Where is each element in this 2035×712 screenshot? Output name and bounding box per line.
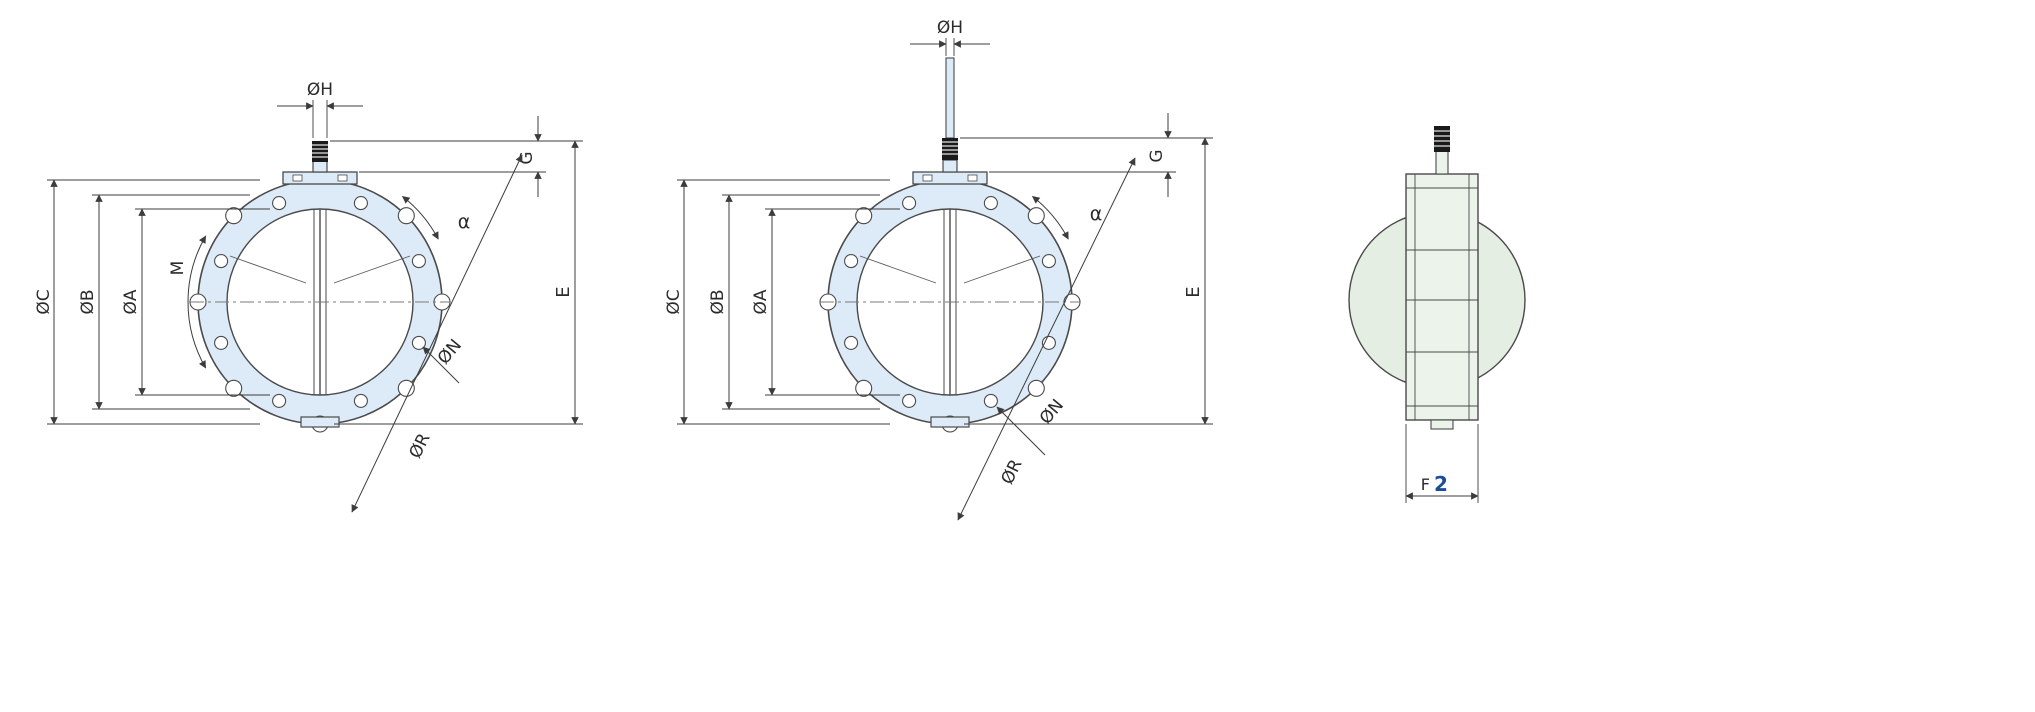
hole-centermark-left (229, 255, 307, 284)
dim-label-alpha: α (1090, 203, 1103, 225)
stem (942, 159, 958, 173)
mounting-slot (337, 174, 348, 182)
front-view-middle: ØH G E ØC ØB (664, 18, 1213, 521)
dim-label-dia-b: ØB (708, 289, 728, 314)
dim-label-dia-b: ØB (78, 289, 98, 314)
dim-label-dia-a: ØA (121, 289, 141, 314)
front-view-left: ØH G E ØC ØB (34, 80, 583, 513)
dim-dia-a: ØA (121, 208, 270, 396)
dim-label-f-index: 2 (1434, 472, 1448, 496)
side-view: F 2 (1348, 126, 1526, 503)
dim-label-dia-a: ØA (751, 289, 771, 314)
dim-label-dia-n: ØN (1036, 396, 1068, 429)
dim-label-dia-r: ØR (405, 430, 434, 462)
dim-label-alpha: α (458, 211, 471, 233)
dim-label-e: E (553, 286, 574, 297)
bottom-pad (300, 416, 340, 428)
mounting-slot (922, 174, 933, 182)
dim-label-dia-c: ØC (34, 289, 54, 314)
dim-dia-b: ØB (708, 194, 880, 410)
mounting-slot (967, 174, 978, 182)
body-face-lines (1406, 174, 1478, 420)
dim-dia-c: ØC (664, 179, 890, 425)
dim-dia-h: ØH (910, 18, 990, 56)
dim-label-dia-c: ØC (664, 289, 684, 314)
mounting-slot (292, 174, 303, 182)
dim-m: M (168, 235, 207, 369)
dim-label-m: M (168, 261, 188, 276)
bottom-pad (930, 416, 970, 428)
stem-knurl (1434, 126, 1450, 152)
dim-label-dia-r: ØR (997, 456, 1026, 488)
dim-dia-a: ØA (751, 208, 900, 396)
stem (1435, 149, 1449, 175)
dim-label-g: G (517, 151, 537, 164)
dim-dia-b: ØB (78, 194, 250, 410)
dim-g: G (330, 116, 583, 197)
dim-label-f: F (1421, 475, 1430, 494)
hole-centermark-left (859, 255, 937, 284)
dim-g: G (960, 113, 1213, 197)
dim-label-dia-n: ØN (434, 336, 466, 369)
dim-label-dia-h: ØH (937, 18, 963, 38)
dim-label-g: G (1147, 149, 1167, 162)
dim-dia-h: ØH (277, 80, 363, 138)
bottom-tab (1430, 419, 1454, 430)
stem-knurl (312, 141, 328, 162)
stem-knurl (942, 138, 958, 160)
stem-extension (945, 57, 955, 139)
dim-dia-c: ØC (34, 179, 260, 425)
dim-f2: F 2 (1405, 424, 1479, 503)
valve-body-side (1405, 173, 1479, 421)
dim-label-e: E (1183, 286, 1204, 297)
dim-label-dia-h: ØH (307, 80, 333, 100)
